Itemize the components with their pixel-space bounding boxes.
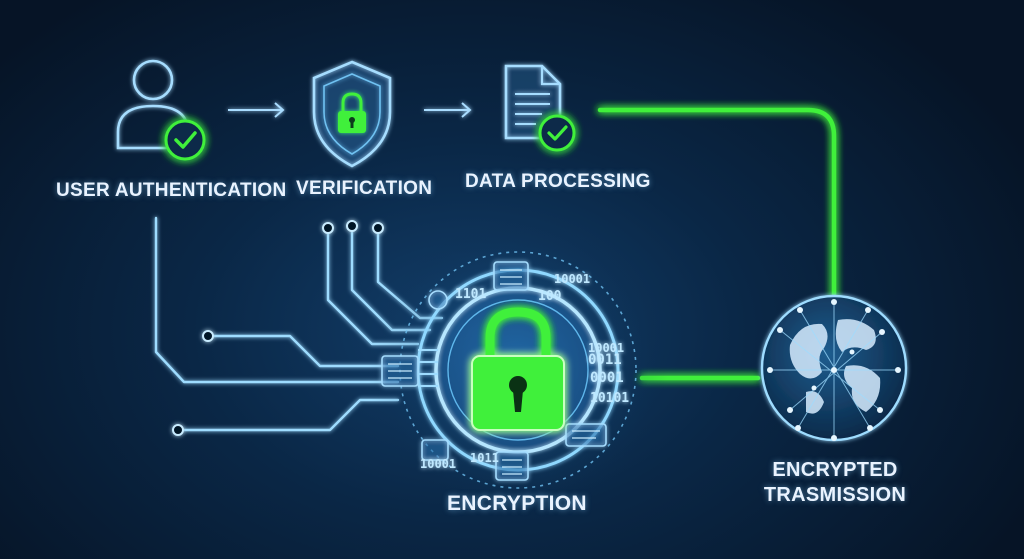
binary-text: 10001 [554,272,590,286]
shield-lock-icon [312,60,392,168]
binary-text: 1101 [455,287,486,302]
stage-label-encrypted-transmission: ENCRYPTED TRASMISSION [752,458,918,508]
transmission-line-1: ENCRYPTED [772,459,898,481]
transmission-line-2: TRASMISSION [763,484,907,506]
binary-text: 0011 [588,352,622,368]
check-icon [164,119,206,161]
binary-text: 10001 [420,457,456,471]
binary-text: 10101 [590,391,629,406]
binary-text: 0001 [590,370,624,386]
check-icon [538,114,576,152]
keyhole [509,376,527,412]
binary-text: 10001 [588,341,624,355]
chip-lines [388,269,600,475]
arrow-right-icon [228,102,285,118]
globe-icon [760,294,908,442]
binary-labels: 1101 100 10001 0011 10001 0001 10101 100… [420,272,629,471]
stage-label-verification: VERIFICATION [296,178,433,199]
binary-text: 100 [538,289,562,304]
stage-label-encryption: ENCRYPTION [447,492,587,515]
stage-label-user-authentication: USER AUTHENTICATION [56,180,287,201]
arrow-right-icon [424,102,472,118]
hub-connectors [418,349,438,387]
circuit-nodes [172,220,384,436]
binary-text: 1011 [470,451,499,465]
stage-label-data-processing: DATA PROCESSING [465,171,651,192]
